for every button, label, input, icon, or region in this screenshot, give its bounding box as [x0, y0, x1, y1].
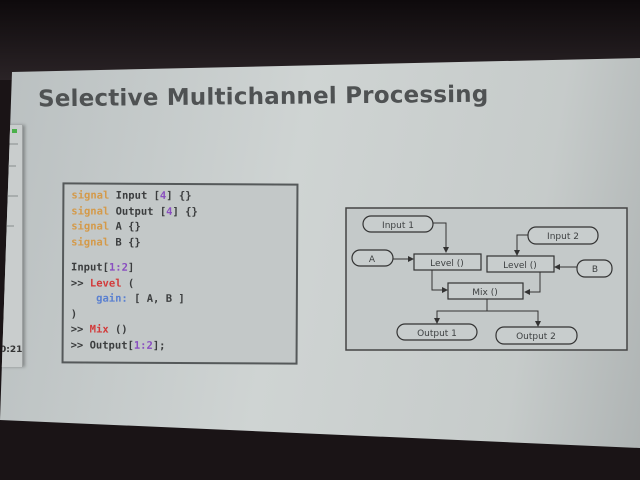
- code-line: signal B {}: [71, 235, 141, 249]
- label-input-1: Input 1: [382, 221, 414, 231]
- window-line: [2, 225, 14, 227]
- code-line: >> Level (: [70, 276, 135, 290]
- code-line: >> Mix (): [70, 323, 128, 336]
- slide-title: Selective Multichannel Processing: [37, 81, 489, 113]
- code-line: gain: [ A, B ]: [96, 292, 185, 306]
- node-output-2: [495, 326, 578, 345]
- code-block: signal Input [4] {} signal Output [4] {}…: [61, 182, 299, 365]
- window-line: [2, 165, 16, 167]
- code-line: Input[1:2]: [70, 261, 135, 274]
- label-output-2: Output 2: [516, 332, 556, 342]
- signal-flow-diagram: Input 1 A Level () Level () Input 2 B Mi…: [345, 207, 628, 351]
- node-input-1: [362, 215, 434, 233]
- code-line: signal Input [4] {}: [71, 189, 192, 203]
- window-indicator-icon: [12, 129, 17, 133]
- node-mix: [447, 282, 524, 300]
- node-output-1: [396, 323, 478, 341]
- label-level-1: Level (): [430, 259, 464, 269]
- code-line: signal Output [4] {}: [71, 204, 198, 218]
- laptop-window-edge: 0:21: [0, 125, 23, 367]
- label-a: A: [369, 255, 376, 265]
- window-line: [2, 143, 18, 145]
- label-b: B: [592, 265, 598, 275]
- label-mix: Mix (): [472, 288, 497, 298]
- node-input-2: [527, 226, 599, 245]
- window-line: [2, 195, 18, 197]
- label-level-2: Level (): [503, 261, 537, 271]
- label-output-1: Output 1: [417, 329, 457, 339]
- node-level-2: [486, 255, 555, 273]
- code-line: signal A {}: [71, 220, 141, 233]
- code-line: >> Output[1:2];: [70, 338, 166, 352]
- node-level-1: [413, 253, 482, 271]
- node-a: [351, 249, 394, 267]
- code-line: ): [70, 307, 78, 320]
- window-time: 0:21: [0, 345, 23, 355]
- node-b: [576, 259, 613, 278]
- label-input-2: Input 2: [547, 232, 579, 242]
